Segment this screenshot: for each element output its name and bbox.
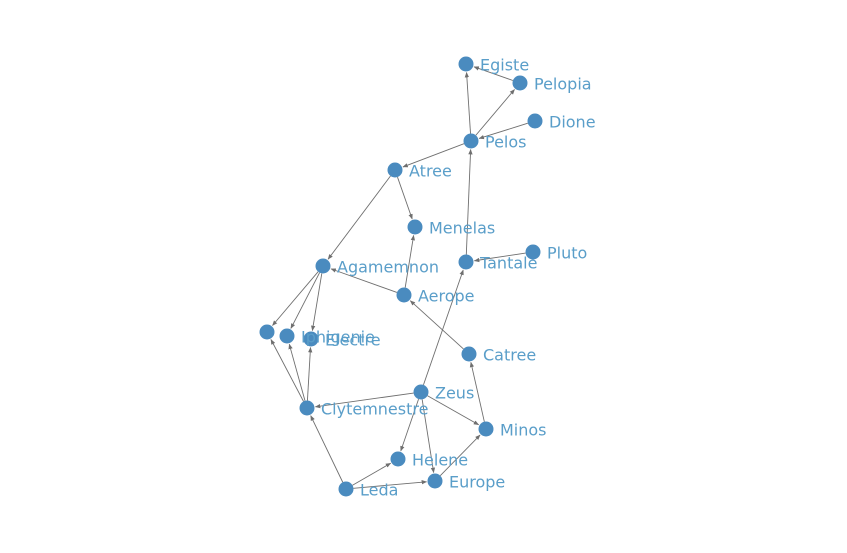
- node-agamemnon[interactable]: [315, 258, 331, 274]
- node-label-minos: Minos: [500, 421, 547, 440]
- edge-agamemnon-to-electre: [311, 273, 323, 332]
- edge-atree-to-agamemnon: [327, 175, 391, 260]
- edges-layer: [270, 66, 528, 489]
- labels-layer: EgistePelopiaDionePelosAtreeMenelasPluto…: [301, 56, 596, 500]
- edge-zeus-to-tantale: [423, 269, 464, 386]
- edge-pelos-to-atree: [402, 143, 465, 168]
- node-pelopia[interactable]: [512, 75, 528, 91]
- node-dione[interactable]: [527, 113, 543, 129]
- node-tantale[interactable]: [458, 254, 474, 270]
- node-label-iphigenie: Iphigenie: [301, 328, 375, 347]
- edge-leda-to-helene: [352, 462, 392, 486]
- edge-catree-to-aerope: [409, 300, 464, 350]
- node-clytemnestre[interactable]: [299, 400, 315, 416]
- node-iphigenie[interactable]: [279, 328, 295, 344]
- node-pelos[interactable]: [463, 133, 479, 149]
- node-label-tantale: Tantale: [479, 254, 537, 273]
- edge-europe-to-minos: [439, 434, 481, 476]
- node-label-atree: Atree: [409, 162, 452, 181]
- edge-pelopia-to-egiste: [473, 66, 514, 81]
- node-label-pelos: Pelos: [485, 133, 527, 152]
- edge-aerope-to-agamemnon: [330, 268, 398, 293]
- node-europe[interactable]: [427, 473, 443, 489]
- node-helene[interactable]: [390, 451, 406, 467]
- node-minos[interactable]: [478, 421, 494, 437]
- edge-minos-to-catree: [469, 361, 485, 422]
- node-label-electre: Electre: [325, 331, 381, 350]
- edge-atree-to-menelas: [397, 176, 413, 220]
- edge-agamemnon-to-iphigenie: [290, 272, 320, 329]
- node-pluto[interactable]: [525, 244, 541, 260]
- edge-tantale-to-pelos: [465, 148, 473, 255]
- node-egiste[interactable]: [458, 56, 474, 72]
- node-label-dione: Dione: [549, 113, 596, 132]
- node-label-aerope: Aerope: [418, 287, 475, 306]
- edge-leda-to-europe: [353, 480, 428, 489]
- edge-zeus-to-helene: [400, 398, 419, 452]
- edge-clytemnestre-to-iphigenie: [288, 343, 306, 401]
- node-label-zeus: Zeus: [435, 384, 474, 403]
- node-label-helene: Helene: [412, 451, 468, 470]
- edge-pelos-to-pelopia: [475, 89, 515, 136]
- node-label-catree: Catree: [483, 346, 536, 365]
- node-label-pelopia: Pelopia: [534, 75, 592, 94]
- node-label-clytemnestre: Clytemnestre: [321, 400, 428, 419]
- edge-pelos-to-egiste: [464, 71, 471, 134]
- node-label-europe: Europe: [449, 473, 505, 492]
- node-atree[interactable]: [387, 162, 403, 178]
- edge-zeus-to-minos: [427, 395, 480, 426]
- edge-leda-to-clytemnestre: [310, 415, 344, 483]
- node-unlabeled[interactable]: [259, 324, 275, 340]
- node-label-menelas: Menelas: [429, 219, 495, 238]
- nodes-layer: [259, 56, 543, 497]
- edge-zeus-to-clytemnestre: [314, 392, 414, 409]
- node-label-agamemnon: Agamemnon: [337, 258, 439, 277]
- edge-clytemnestre-to-unlabeled: [270, 339, 304, 402]
- edge-pluto-to-tantale: [473, 252, 526, 263]
- node-zeus[interactable]: [413, 384, 429, 400]
- node-leda[interactable]: [338, 481, 354, 497]
- edge-dione-to-pelos: [478, 122, 528, 140]
- edge-zeus-to-europe: [421, 399, 436, 474]
- edge-aerope-to-menelas: [404, 234, 415, 288]
- node-catree[interactable]: [461, 346, 477, 362]
- edge-clytemnestre-to-electre: [306, 346, 313, 401]
- node-label-egiste: Egiste: [480, 56, 529, 75]
- node-electre[interactable]: [303, 331, 319, 347]
- node-aerope[interactable]: [396, 287, 412, 303]
- node-label-leda: Leda: [360, 481, 398, 500]
- edge-agamemnon-to-unlabeled: [272, 271, 319, 326]
- node-label-pluto: Pluto: [547, 244, 587, 263]
- node-menelas[interactable]: [407, 219, 423, 235]
